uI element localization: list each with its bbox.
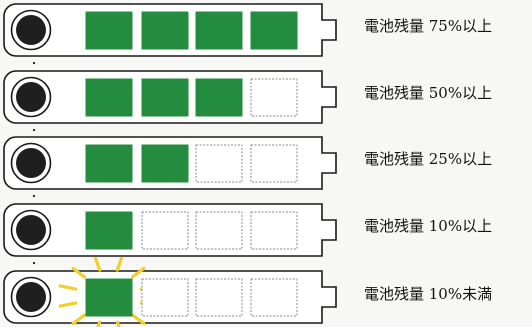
warning-flash-ray xyxy=(130,313,146,326)
warning-flash-ray xyxy=(58,284,78,291)
button-icon xyxy=(16,148,46,178)
battery-segment-empty xyxy=(250,78,298,117)
battery-segment-lit xyxy=(85,278,133,317)
level-label-25: 電池残量 25%以上 xyxy=(364,150,493,168)
warning-flash-ray xyxy=(96,320,102,327)
warning-flash-ray xyxy=(115,256,124,272)
battery-segment-lit xyxy=(141,144,189,183)
battery-segment-lit xyxy=(250,11,298,50)
button-icon xyxy=(16,282,46,312)
button-icon xyxy=(16,15,46,45)
battery-segment-lit xyxy=(85,78,133,117)
battery-segment-lit xyxy=(85,11,133,50)
level-label-10: 電池残量 10%以上 xyxy=(364,217,493,235)
level-label-under-10: 電池残量 10%未満 xyxy=(364,285,493,303)
battery-segment-lit xyxy=(141,78,189,117)
battery-segment-lit xyxy=(141,11,189,50)
battery-segment-empty xyxy=(141,278,189,317)
indicator-dot-icon xyxy=(32,61,36,65)
battery-segment-lit xyxy=(195,78,243,117)
level-label-75: 電池残量 75%以上 xyxy=(364,17,493,35)
battery-segment-empty xyxy=(250,211,298,250)
indicator-dot-icon xyxy=(32,194,36,198)
level-label-50: 電池残量 50%以上 xyxy=(364,84,493,102)
battery-segment-empty xyxy=(250,144,298,183)
warning-flash-ray xyxy=(115,320,121,327)
battery-segment-empty xyxy=(195,144,243,183)
button-icon xyxy=(16,215,46,245)
warning-flash-ray xyxy=(71,266,87,279)
battery-segment-empty xyxy=(250,278,298,317)
battery-segment-lit xyxy=(85,144,133,183)
battery-segment-empty xyxy=(195,211,243,250)
warning-flash-ray xyxy=(71,313,87,326)
button-icon xyxy=(16,82,46,112)
battery-segment-empty xyxy=(141,211,189,250)
warning-flash-ray xyxy=(130,266,146,279)
battery-segment-lit xyxy=(195,11,243,50)
indicator-dot-icon xyxy=(32,261,36,265)
warning-flash-ray xyxy=(58,301,78,308)
battery-segment-lit xyxy=(85,211,133,250)
indicator-dot-icon xyxy=(32,128,36,132)
warning-flash-ray xyxy=(93,256,102,272)
battery-segment-empty xyxy=(195,278,243,317)
